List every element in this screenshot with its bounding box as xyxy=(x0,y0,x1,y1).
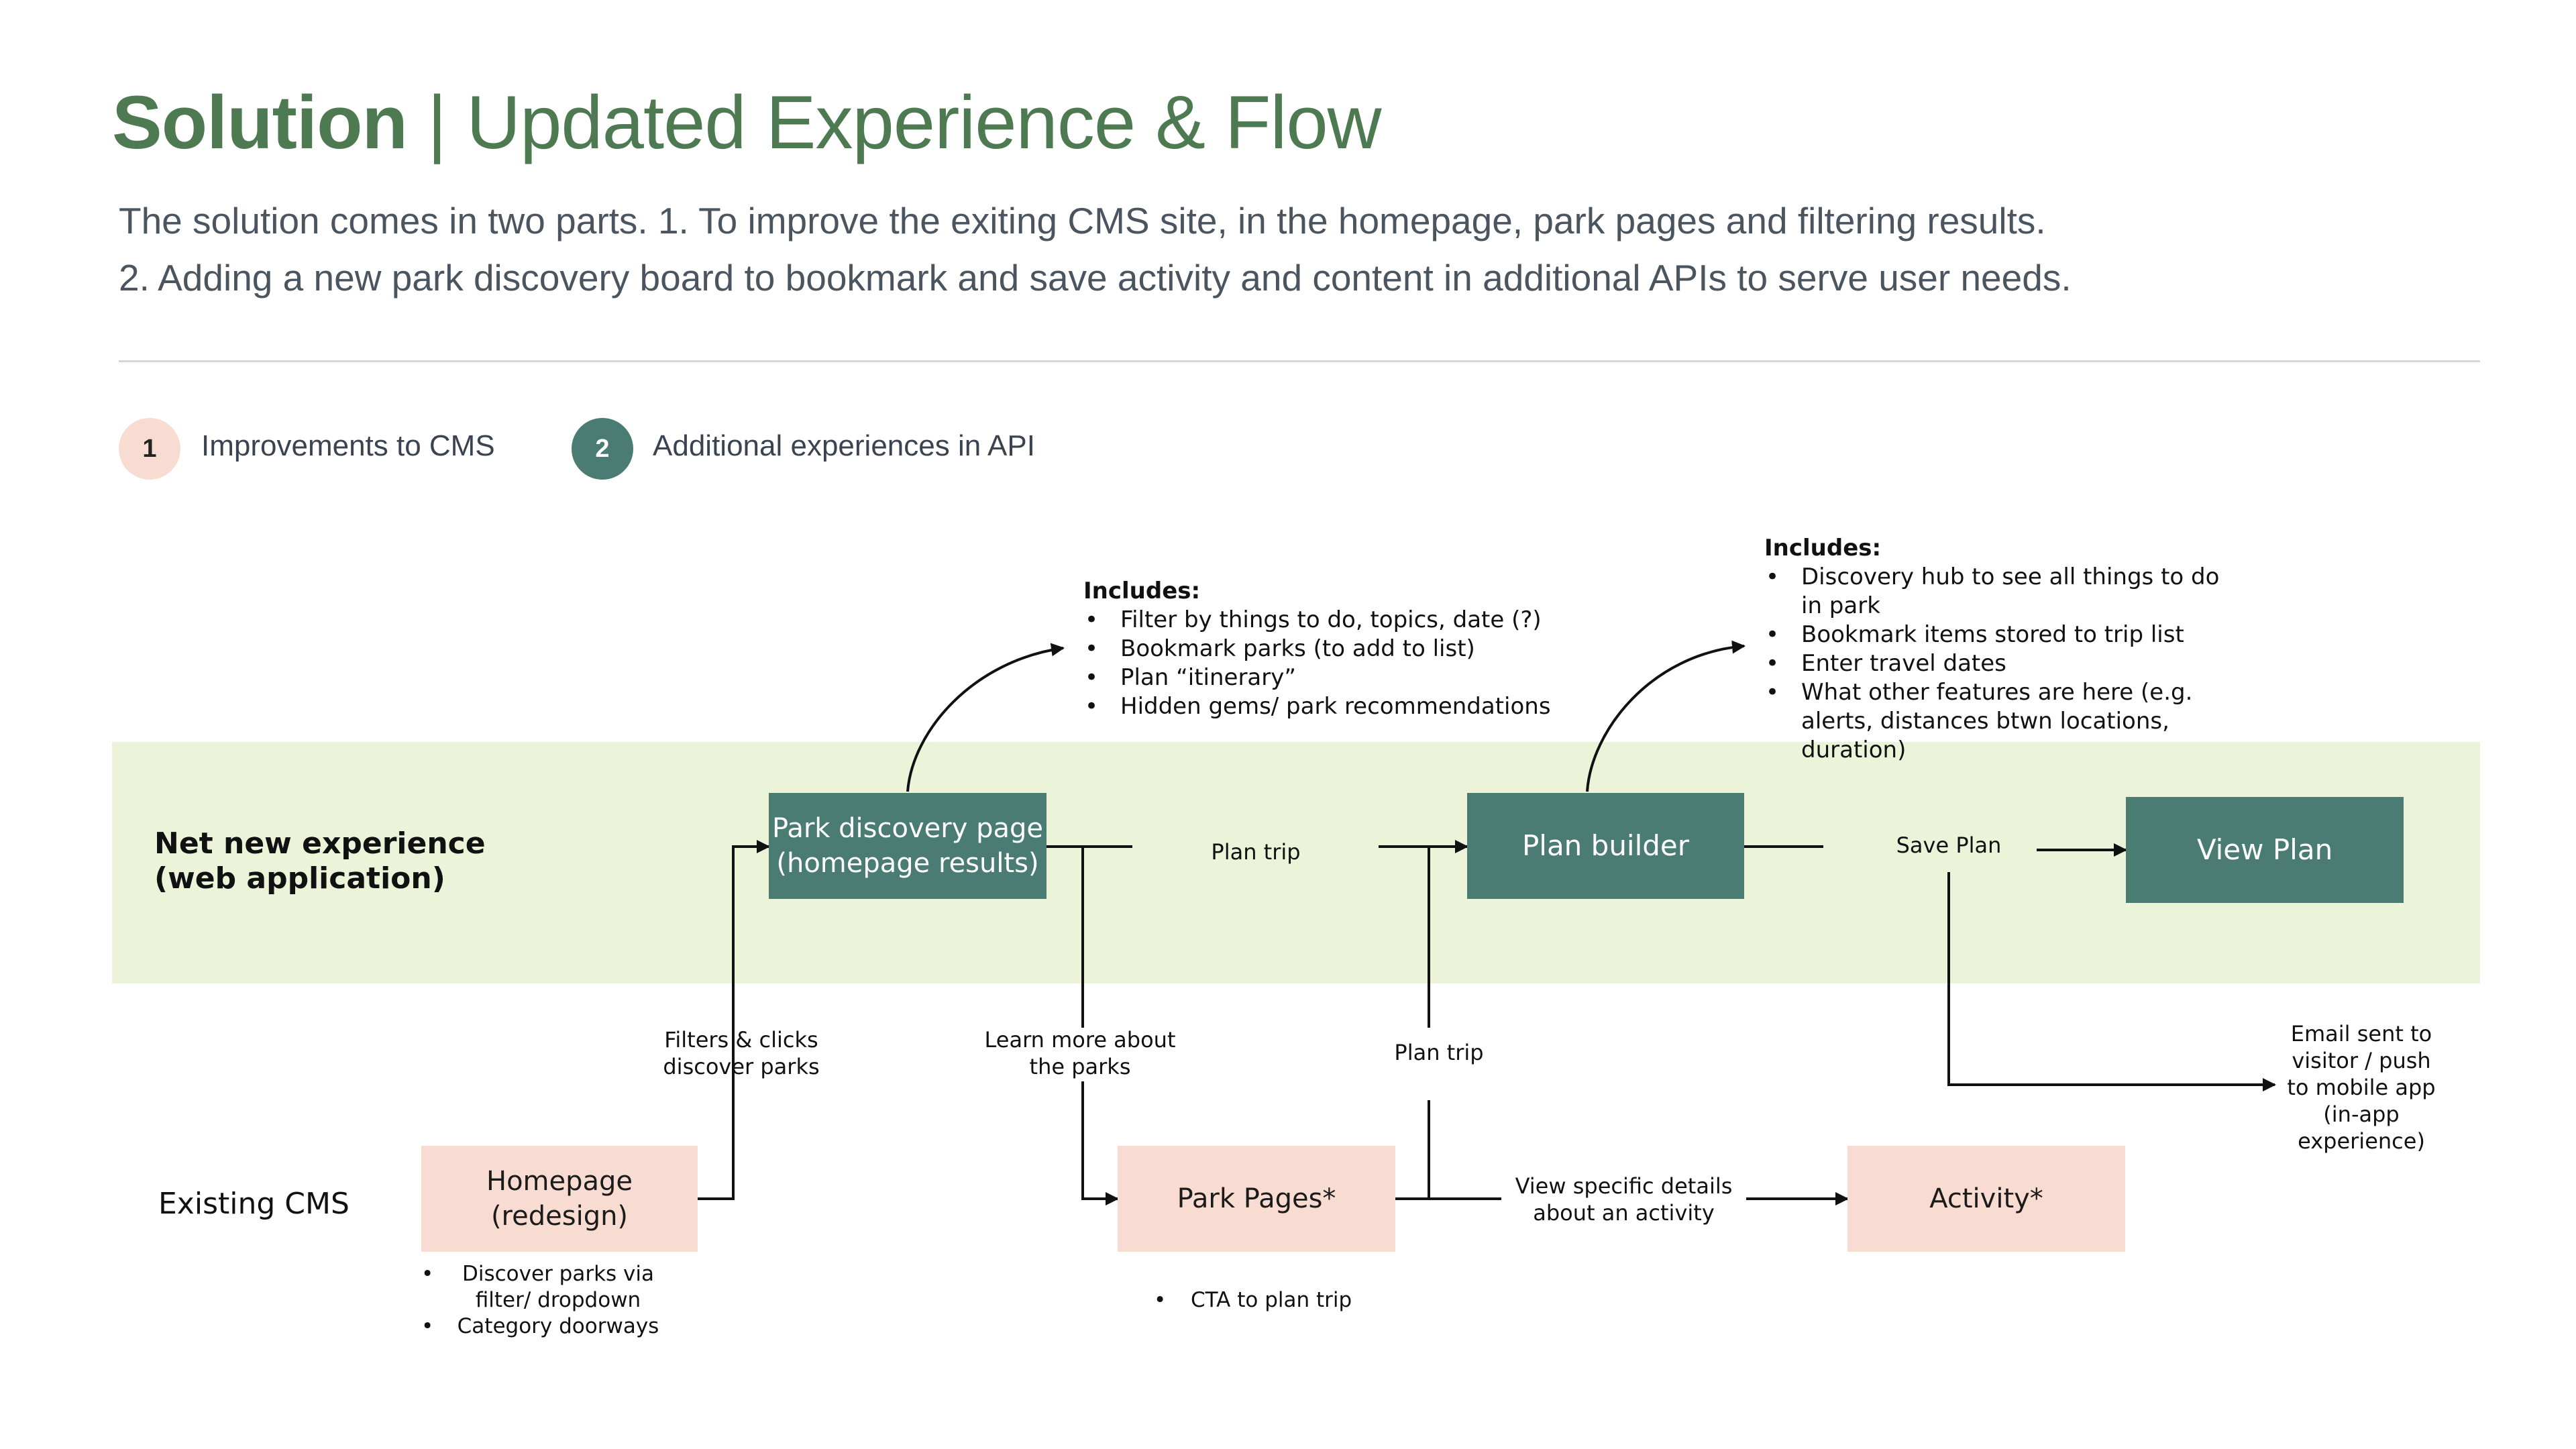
node-park-pages: Park Pages* xyxy=(1118,1146,1395,1252)
node-homepage: Homepage (redesign) xyxy=(421,1146,698,1252)
edge-label-filters-clicks: Filters & clicks discover parks xyxy=(663,1027,820,1079)
notes-homepage: Discover parks via filter/ dropdown Cate… xyxy=(421,1261,663,1340)
legend-badge-2: 2 xyxy=(572,418,633,480)
row-label-net-new-line1: Net new experience xyxy=(154,826,486,861)
edge-label-view-details: View specific details about an activity xyxy=(1515,1173,1733,1226)
net-new-band xyxy=(112,742,2480,983)
list-item: CTA to plan trip xyxy=(1154,1287,1422,1313)
list-item: What other features are here (e.g. alert… xyxy=(1764,678,2220,765)
callout-builder-includes xyxy=(1586,640,1746,792)
edge-label-learn-more: Learn more about the parks xyxy=(984,1027,1176,1079)
edge-label-save-plan: Save Plan xyxy=(1896,833,2002,858)
notes-park-pages-list: CTA to plan trip xyxy=(1154,1287,1422,1313)
row-label-net-new-line2: (web application) xyxy=(154,861,445,896)
list-item: Bookmark parks (to add to list) xyxy=(1083,635,1580,663)
list-item: Category doorways xyxy=(421,1313,663,1340)
notes-park-pages: CTA to plan trip xyxy=(1154,1287,1422,1313)
row-label-existing: Existing CMS xyxy=(158,1187,350,1221)
list-item: Discover parks via filter/ dropdown xyxy=(421,1261,663,1313)
legend-label-1: Improvements to CMS xyxy=(201,429,495,462)
connector-learn-more-to-park-pages xyxy=(1081,1081,1119,1205)
title-rest: | Updated Experience & Flow xyxy=(407,80,1382,164)
subtitle-line-2: 2. Adding a new park discovery board to … xyxy=(119,257,2072,299)
page-title: Solution | Updated Experience & Flow xyxy=(112,79,1382,166)
list-item: Plan “itinerary” xyxy=(1083,663,1580,692)
notes-builder-heading: Includes: xyxy=(1764,535,1882,561)
connector-homepage-to-discovery xyxy=(698,840,770,1200)
subtitle-line-1: The solution comes in two parts. 1. To i… xyxy=(119,200,2046,241)
node-activity: Activity* xyxy=(1847,1146,2125,1252)
list-item: Discovery hub to see all things to do in… xyxy=(1764,563,2220,621)
notes-homepage-list: Discover parks via filter/ dropdown Cate… xyxy=(421,1261,663,1340)
callout-discovery-includes xyxy=(906,643,1065,792)
edge-label-plan-trip-top: Plan trip xyxy=(1211,839,1301,865)
notes-discovery-list: Filter by things to do, topics, date (?)… xyxy=(1083,606,1580,721)
notes-builder-list: Discovery hub to see all things to do in… xyxy=(1764,563,2220,765)
node-plan-builder: Plan builder xyxy=(1467,793,1744,899)
list-item: Filter by things to do, topics, date (?) xyxy=(1083,606,1580,635)
edge-label-email-sent: Email sent to visitor / push to mobile a… xyxy=(2287,1021,2436,1154)
title-bold: Solution xyxy=(112,80,408,164)
list-item: Bookmark items stored to trip list xyxy=(1764,621,2220,649)
list-item: Hidden gems/ park recommendations xyxy=(1083,692,1580,721)
list-item: Enter travel dates xyxy=(1764,649,2220,678)
node-park-discovery: Park discovery page (homepage results) xyxy=(769,793,1046,899)
row-label-net-new: Net new experience (web application) xyxy=(154,826,486,896)
notes-discovery: Includes: Filter by things to do, topics… xyxy=(1083,577,1580,721)
connector-save-plan-to-email xyxy=(1947,872,2276,1091)
notes-discovery-heading: Includes: xyxy=(1083,578,1201,604)
node-view-plan: View Plan xyxy=(2126,797,2404,903)
legend-badge-1: 1 xyxy=(119,418,180,480)
legend-label-2: Additional experiences in API xyxy=(653,429,1035,462)
edge-label-plan-trip-bottom: Plan trip xyxy=(1355,1039,1523,1066)
notes-builder: Includes: Discovery hub to see all thing… xyxy=(1764,534,2220,765)
divider xyxy=(119,360,2480,362)
